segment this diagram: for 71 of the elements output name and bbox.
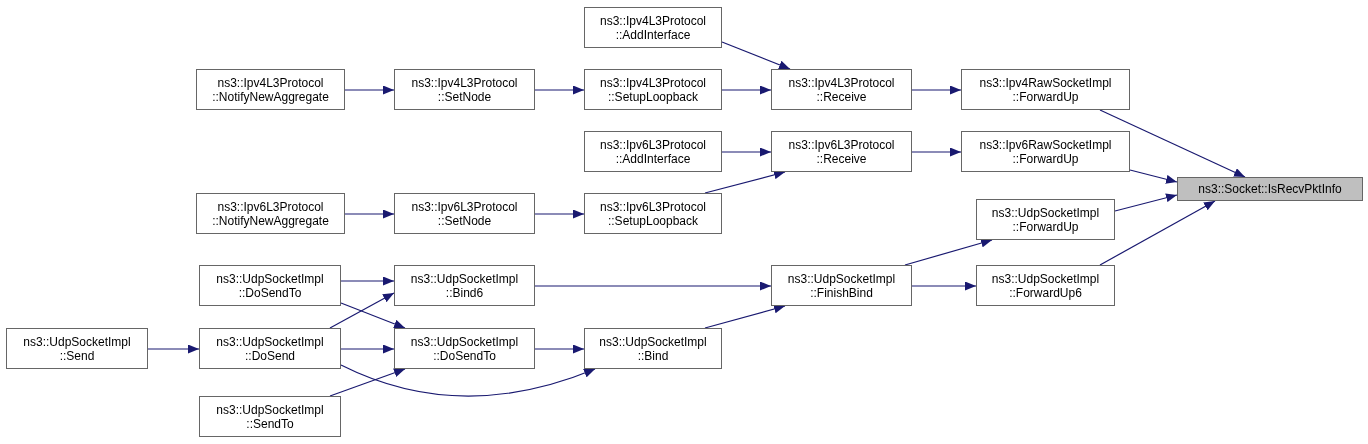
function-name: ns3::Ipv4RawSocketImpl ::ForwardUp (978, 75, 1113, 104)
function-name: ns3::UdpSocketImpl ::ForwardUp (990, 205, 1101, 234)
arrow (534, 344, 585, 354)
arrow (344, 209, 395, 219)
function-box (1177, 177, 1363, 201)
function-name: ns3::UdpSocketImpl ::ForwardUp6 (990, 271, 1101, 300)
function-name: ns3::UdpSocketImpl ::SendTo (215, 402, 325, 431)
function-box (976, 199, 1115, 240)
arrow (344, 85, 395, 95)
function-box (199, 396, 341, 437)
function-name: ns3::UdpSocketImpl ::Send (22, 334, 132, 363)
function-name: ns3::Ipv4L3Protocol ::NotifyNewAggregate (211, 75, 330, 104)
function-name: ns3::Ipv4L3Protocol ::AddInterface (598, 13, 708, 42)
function-box (584, 328, 722, 369)
function-box (394, 265, 535, 306)
function-box (771, 131, 912, 172)
function-box (771, 265, 912, 306)
arrow (329, 292, 395, 329)
arrow (534, 85, 585, 95)
arrow (340, 276, 395, 286)
function-box (584, 7, 722, 48)
function-box (199, 328, 341, 369)
function-box (584, 131, 722, 172)
arrow (704, 304, 786, 329)
arrow (721, 147, 772, 157)
function-name: ns3::UdpSocketImpl ::Bind6 (409, 271, 520, 300)
function-box (196, 193, 345, 234)
function-box (394, 328, 535, 369)
function-name: ns3::Ipv6L3Protocol ::NotifyNewAggregate (211, 199, 330, 228)
function-box (394, 193, 535, 234)
function-name: ns3::Ipv6RawSocketImpl ::ForwardUp (978, 137, 1113, 166)
arrow (1129, 169, 1178, 184)
arrow (329, 368, 406, 397)
function-name: ns3::UdpSocketImpl ::Bind (598, 334, 708, 363)
arrow (904, 238, 993, 266)
function-name: ns3::UdpSocketImpl ::FinishBind (786, 271, 897, 300)
arrow (704, 170, 786, 194)
function-box (771, 69, 912, 110)
arrow (340, 344, 395, 354)
arrow (534, 281, 772, 291)
function-name: ns3::UdpSocketImpl ::DoSendTo (409, 334, 520, 363)
function-name: ns3::Ipv4L3Protocol ::SetNode (410, 75, 519, 104)
function-name: ns3::Ipv4L3Protocol ::SetupLoopback (598, 75, 708, 104)
arrow (911, 85, 962, 95)
arrow (340, 302, 406, 329)
arrow (340, 364, 596, 397)
function-name: ns3::UdpSocketImpl ::DoSend (215, 334, 325, 363)
arrow (534, 209, 585, 219)
function-box (394, 69, 535, 110)
function-box (584, 193, 722, 234)
function-box (196, 69, 345, 110)
function-name: ns3::Ipv6L3Protocol ::AddInterface (598, 137, 708, 166)
function-name: ns3::Ipv6L3Protocol ::Receive (787, 137, 896, 166)
function-box (584, 69, 722, 110)
arrow (1114, 193, 1178, 212)
function-name: ns3::Ipv6L3Protocol ::SetupLoopback (598, 199, 708, 228)
function-box (976, 265, 1115, 306)
function-name: ns3::Socket::IsRecvPktInfo (1198, 182, 1342, 196)
function-box (961, 131, 1130, 172)
arrow (911, 147, 962, 157)
arrow (911, 281, 977, 291)
function-box (199, 265, 341, 306)
arrow (721, 85, 772, 95)
function-box (961, 69, 1130, 110)
arrow (147, 344, 200, 354)
function-name: ns3::UdpSocketImpl ::DoSendTo (215, 271, 325, 300)
arrow (1099, 200, 1216, 266)
function-name: ns3::Ipv4L3Protocol ::Receive (787, 75, 896, 104)
function-name: ns3::Ipv6L3Protocol ::SetNode (410, 199, 519, 228)
arrow (721, 41, 791, 70)
function-box (6, 328, 148, 369)
